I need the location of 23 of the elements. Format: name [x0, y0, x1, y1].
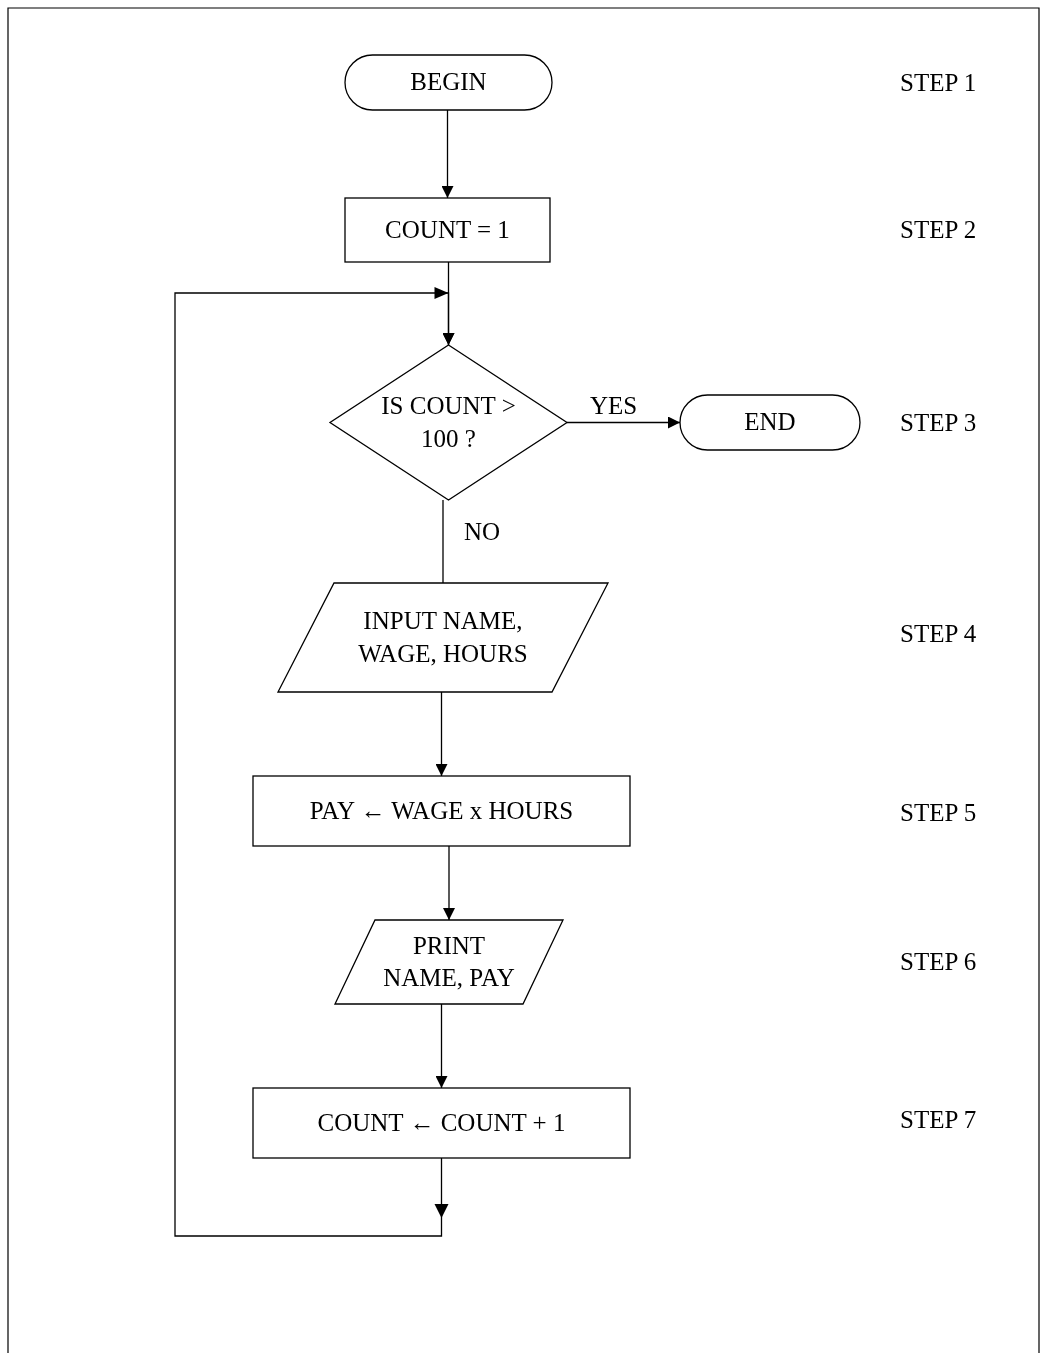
step-label: STEP 5: [900, 800, 977, 825]
node-text: INPUT NAME, WAGE, HOURS: [357, 606, 529, 669]
step-label: STEP 7: [900, 1107, 977, 1132]
process-box: [345, 198, 550, 262]
node-text: PRINT NAME, PAY: [382, 930, 516, 993]
input-output-parallelogram: [335, 920, 563, 1004]
step-label: STEP 1: [900, 70, 977, 95]
node-text: IS COUNT > 100 ?: [380, 391, 517, 454]
terminal-box: [345, 55, 552, 110]
terminal-box: [680, 395, 860, 450]
decision-diamond: [330, 345, 567, 500]
node-text: COUNT = 1: [385, 214, 510, 245]
input-output-parallelogram: [278, 583, 608, 692]
step-label: STEP 4: [900, 621, 977, 646]
step-label: STEP 3: [900, 410, 977, 435]
node-text: END: [744, 407, 796, 438]
node-text: BEGIN: [410, 67, 487, 98]
step-label: STEP 6: [900, 949, 977, 974]
process-box: [253, 776, 630, 846]
node-text: PAY ← WAGE x HOURS: [309, 795, 574, 826]
node-text: COUNT ← COUNT + 1: [317, 1107, 566, 1138]
step-label: STEP 2: [900, 217, 977, 242]
process-box: [253, 1088, 630, 1158]
